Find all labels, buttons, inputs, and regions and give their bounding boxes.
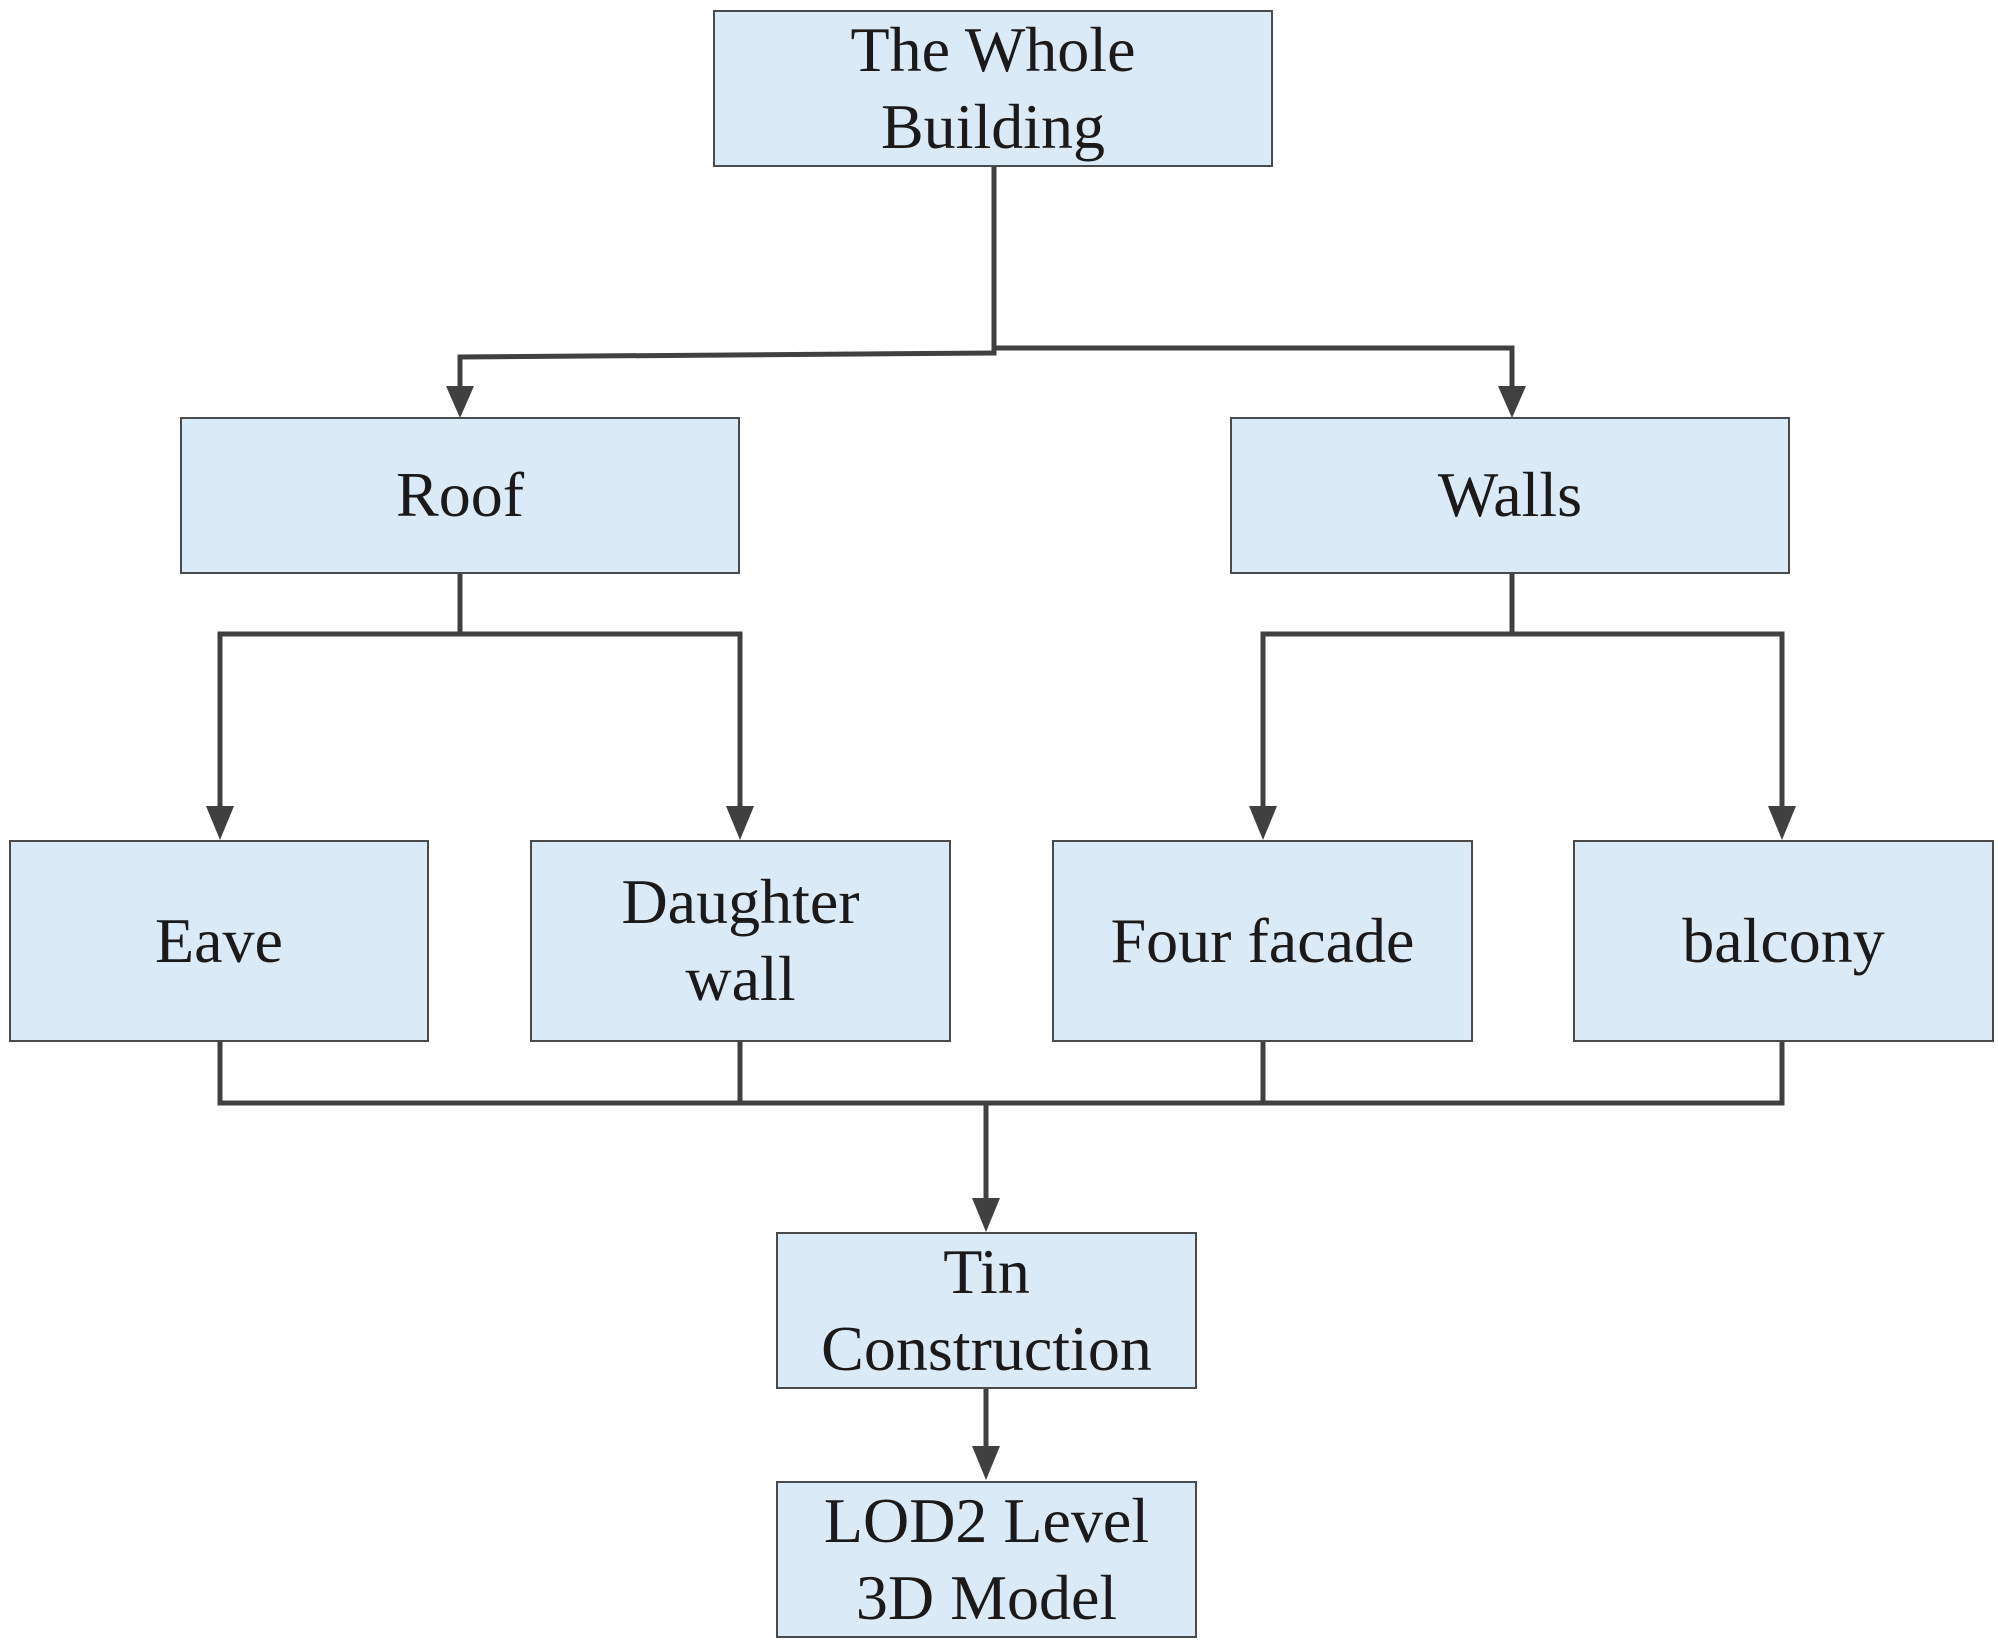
- node-tin-construction-label: Tin Construction: [821, 1235, 1152, 1384]
- node-roof: Roof: [180, 417, 740, 574]
- connector-whole-to-walls: [991, 345, 1515, 395]
- node-daughter-wall-label: Daughter wall: [621, 866, 860, 1014]
- node-walls-label: Walls: [1437, 459, 1583, 531]
- node-balcony-label: balcony: [1682, 904, 1885, 976]
- arrowhead-roof: [446, 386, 474, 418]
- arrowhead-lod2: [972, 1446, 1000, 1480]
- node-roof-label: Roof: [396, 459, 524, 531]
- arrowhead-walls: [1498, 386, 1526, 418]
- node-balcony: balcony: [1573, 840, 1994, 1042]
- node-lod2-model-label: LOD2 Level 3D Model: [823, 1484, 1150, 1633]
- arrowhead-daughter-wall: [726, 806, 754, 840]
- arrowhead-balcony: [1768, 806, 1796, 840]
- node-whole-building-label: The Whole Building: [850, 13, 1136, 162]
- arrowhead-four-facade: [1249, 806, 1277, 840]
- node-lod2-model: LOD2 Level 3D Model: [776, 1481, 1197, 1638]
- connector-roof-branches: [217, 631, 743, 813]
- arrowhead-tin-construction: [972, 1198, 1000, 1232]
- arrowhead-eave: [206, 806, 234, 840]
- node-eave: Eave: [9, 840, 429, 1042]
- node-eave-label: Eave: [155, 904, 283, 976]
- node-four-facade: Four facade: [1052, 840, 1473, 1042]
- connector-walls-branches: [1260, 631, 1785, 813]
- node-four-facade-label: Four facade: [1110, 904, 1415, 976]
- connector-whole-to-roof: [457, 350, 997, 395]
- node-whole-building: The Whole Building: [713, 10, 1273, 167]
- node-daughter-wall: Daughter wall: [530, 840, 951, 1042]
- node-tin-construction: Tin Construction: [776, 1232, 1197, 1389]
- node-walls: Walls: [1230, 417, 1790, 574]
